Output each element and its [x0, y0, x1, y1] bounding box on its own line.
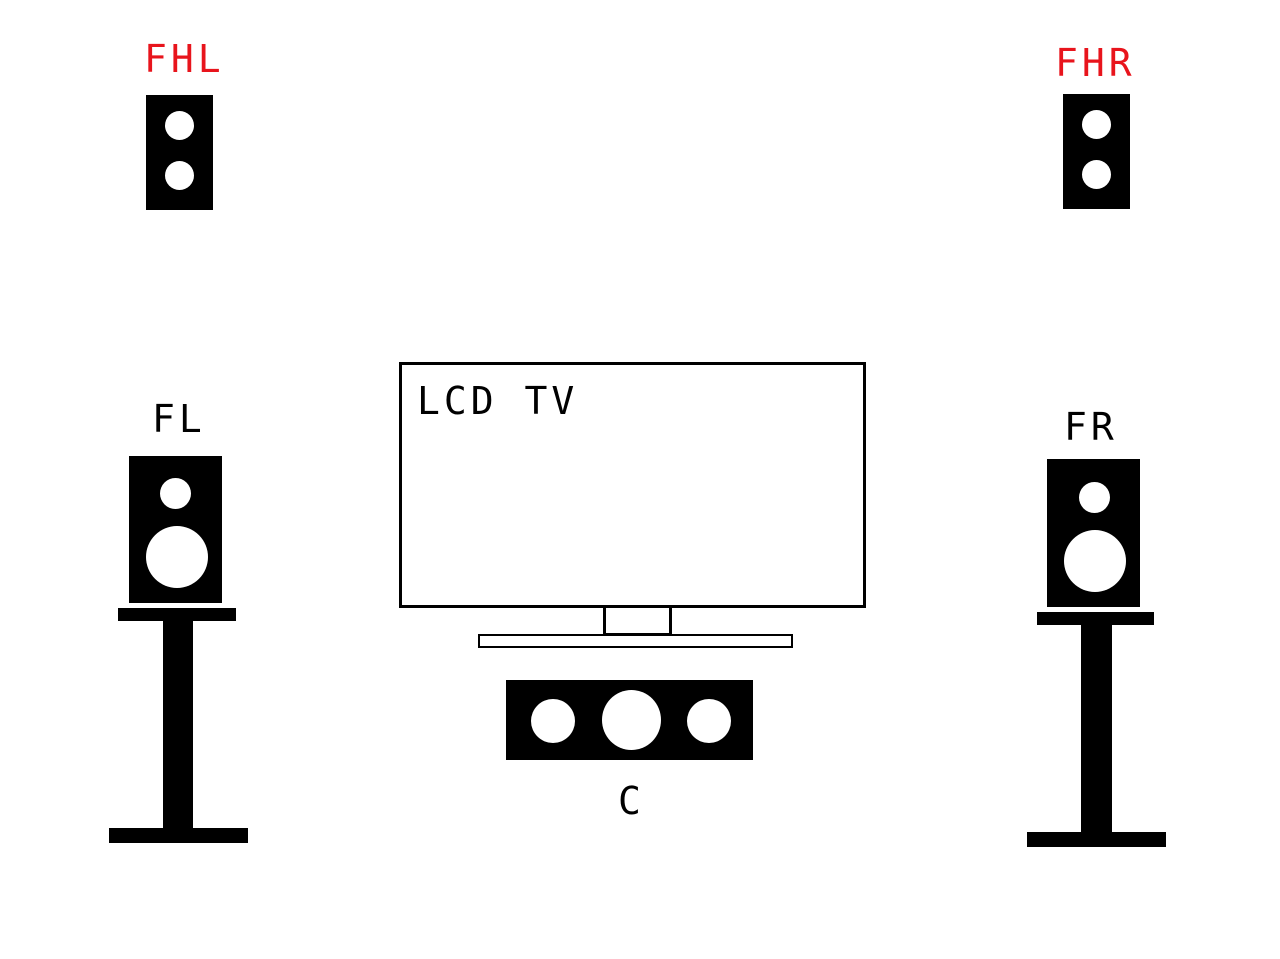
- woofer: [1082, 160, 1111, 189]
- speaker-fr: [1047, 459, 1140, 607]
- tv-base: [478, 634, 793, 648]
- speaker-fhl: [146, 95, 213, 210]
- stand-fr-pole: [1081, 625, 1112, 835]
- stand-fr-base: [1027, 832, 1166, 847]
- stand-fl-base: [109, 828, 248, 843]
- speaker-fhr: [1063, 94, 1130, 209]
- woofer: [1064, 530, 1126, 592]
- tv-label: LCD TV: [417, 379, 579, 423]
- label-fhr: FHR: [1055, 41, 1136, 85]
- tweeter: [1079, 482, 1110, 513]
- tweeter: [160, 478, 191, 509]
- stand-fl-pole: [163, 621, 193, 830]
- middle-driver: [602, 690, 661, 750]
- label-center: C: [618, 779, 645, 823]
- label-fl: FL: [152, 397, 206, 441]
- stand-fr-top: [1037, 612, 1154, 625]
- speaker-fl: [129, 456, 222, 603]
- stand-fl-top: [118, 608, 236, 621]
- tv-neck: [603, 605, 672, 635]
- woofer: [146, 526, 208, 588]
- speaker-center: [506, 680, 753, 760]
- tweeter: [165, 111, 194, 140]
- right-driver: [687, 699, 731, 743]
- label-fr: FR: [1064, 405, 1118, 449]
- tv-screen: LCD TV: [399, 362, 866, 608]
- tweeter: [1082, 110, 1111, 139]
- woofer: [165, 161, 194, 190]
- label-fhl: FHL: [144, 37, 225, 81]
- left-driver: [531, 699, 575, 743]
